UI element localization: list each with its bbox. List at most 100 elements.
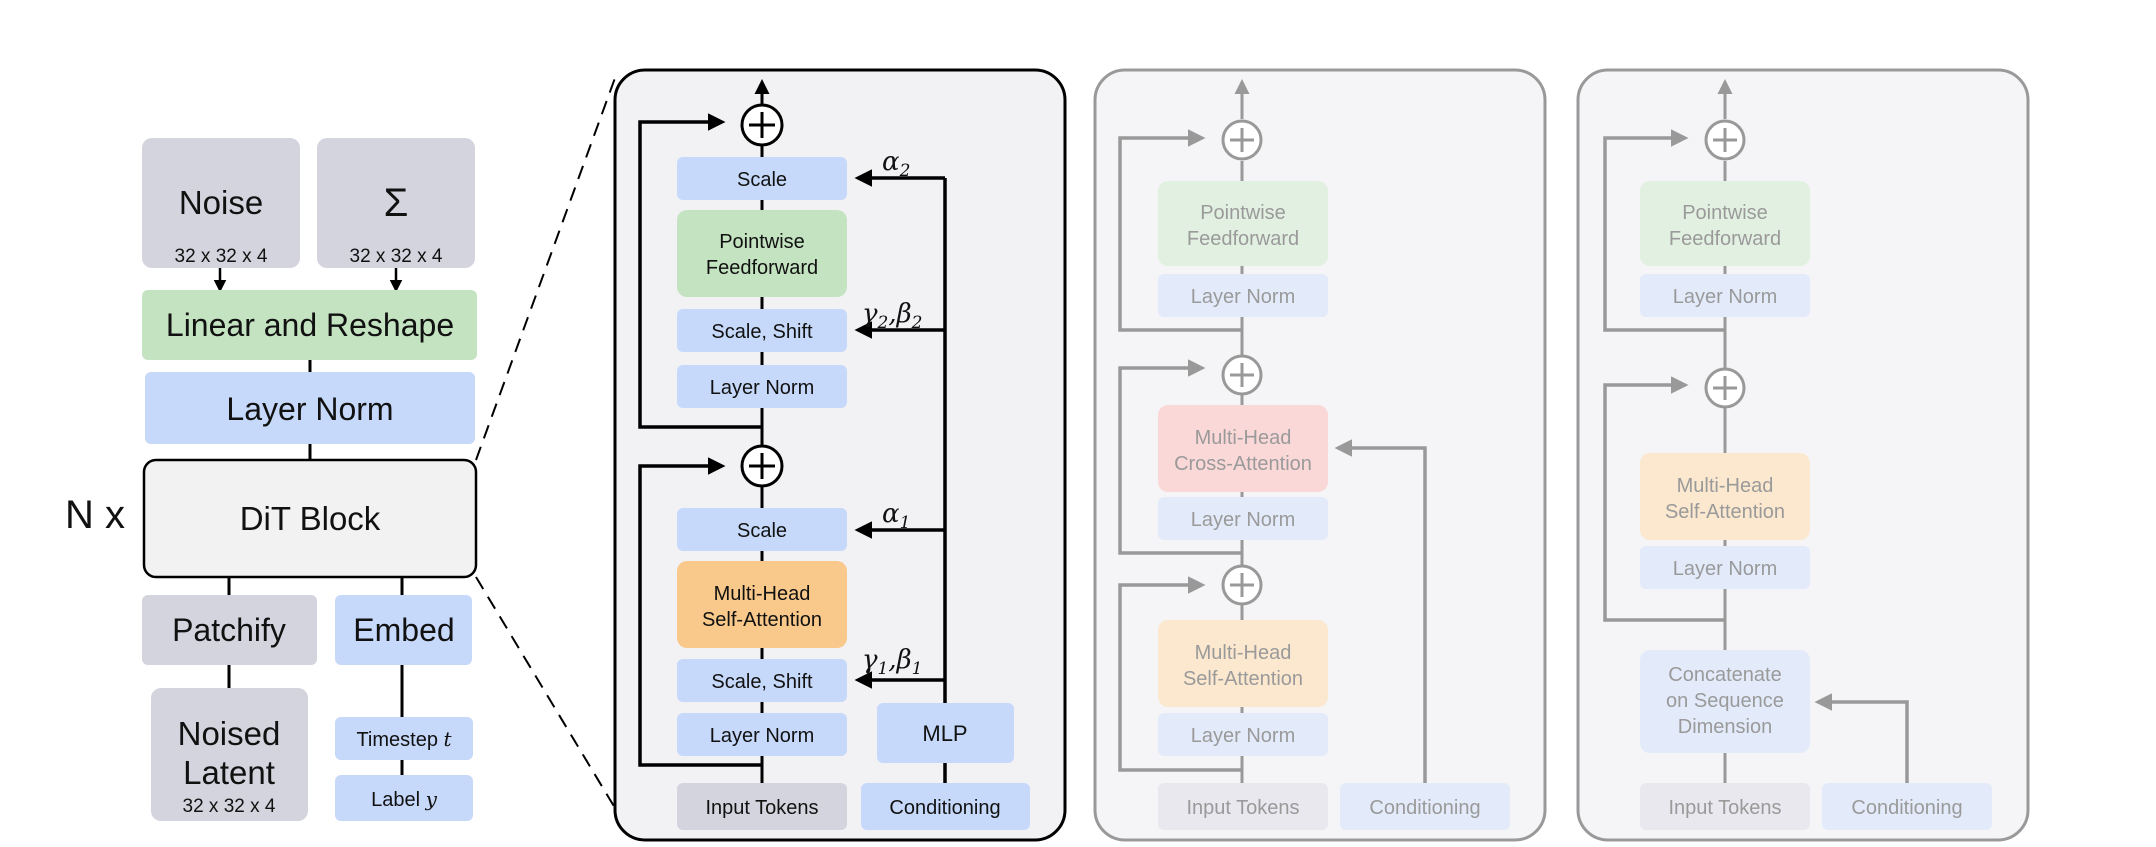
residual-arrow-2 [638, 113, 762, 429]
cross-conditioning-label: Conditioning [1369, 797, 1480, 819]
cross-conditioning-box [1340, 783, 1510, 830]
scale-shift-box-top [677, 309, 847, 352]
scale-label: Scale [737, 520, 787, 542]
cross-self-line2: Self-Attention [1183, 668, 1303, 690]
pointwise-ff-box [677, 210, 847, 297]
noised-latent-dims: 32 x 32 x 4 [183, 796, 276, 817]
concat-line2: on Sequence [1666, 690, 1784, 712]
noise-box [142, 138, 300, 268]
input-tokens-box [677, 783, 847, 830]
mlp-box [877, 703, 1014, 763]
dit-block-label: DiT Block [240, 500, 381, 537]
cross-input-tokens-box [1158, 783, 1328, 830]
noise-dims: 32 x 32 x 4 [175, 246, 268, 267]
incontext-self-line2: Self-Attention [1665, 501, 1785, 523]
sigma-dims: 32 x 32 x 4 [350, 246, 443, 267]
incontext-input-tokens-label: Input Tokens [1668, 797, 1781, 819]
cross-attention-box [1158, 405, 1328, 492]
plus-icon [1230, 363, 1254, 387]
linear-reshape-box [142, 290, 477, 360]
incontext-input-tokens-box [1640, 783, 1810, 830]
conditioning-label: Conditioning [889, 797, 1000, 819]
cross-residual-1 [1118, 576, 1242, 772]
cross-residual-3 [1118, 129, 1242, 332]
cross-self-line1: Multi-Head [1195, 642, 1292, 664]
mlp-label: MLP [922, 721, 967, 746]
sigma-box [317, 138, 475, 268]
incontext-conditioning-box [1822, 783, 1992, 830]
zoom-line-bottom [475, 576, 616, 809]
linear-reshape-label: Linear and Reshape [166, 307, 454, 343]
class-label-box [335, 775, 473, 821]
layer-norm-box-top [677, 365, 847, 408]
ff-label-line2: Feedforward [706, 257, 818, 279]
attn-label-line2: Self-Attention [702, 609, 822, 631]
gamma2-beta2-label: γ2,β2 [862, 299, 923, 333]
cross-layer-norm-label: Layer Norm [1191, 509, 1295, 531]
incontext-ff-line1: Pointwise [1682, 202, 1768, 224]
self-attention-box [677, 561, 847, 648]
scale-box-top [677, 157, 847, 200]
scale-shift-box-bottom [677, 659, 847, 702]
cross-residual-2 [1118, 359, 1242, 555]
input-tokens-label: Input Tokens [705, 797, 818, 819]
cross-attention-panel: Pointwise Feedforward Layer Norm Multi-H… [1093, 68, 1547, 842]
zoom-line-top [475, 77, 616, 461]
cross-layer-norm-1 [1158, 274, 1328, 317]
incontext-layer-norm-2 [1640, 546, 1810, 589]
noise-label: Noise [179, 184, 263, 221]
scale-label: Scale [737, 169, 787, 191]
incontext-layer-norm-label: Layer Norm [1673, 286, 1777, 308]
incontext-layer-norm-label: Layer Norm [1673, 558, 1777, 580]
alpha1-label: α1 [882, 499, 910, 533]
concat-line1: Concatenate [1668, 664, 1781, 686]
adaln-block-panel: Scale Pointwise Feedforward Scale, Shift… [613, 68, 1067, 842]
timestep-box [335, 717, 473, 760]
cross-attn-line2: Cross-Attention [1174, 453, 1312, 475]
embed-box [335, 595, 472, 665]
patchify-box [142, 595, 317, 665]
cross-layer-norm-2 [1158, 497, 1328, 540]
cross-input-tokens-label: Input Tokens [1186, 797, 1299, 819]
embed-label: Embed [353, 612, 454, 648]
cross-self-attention-box [1158, 620, 1328, 707]
cross-layer-norm-label: Layer Norm [1191, 286, 1295, 308]
scale-box-bottom [677, 508, 847, 551]
cross-layer-norm-label: Layer Norm [1191, 725, 1295, 747]
plus-icon [1713, 128, 1737, 152]
cross-ff-box [1158, 181, 1328, 266]
residual-arrow-1 [638, 457, 762, 767]
cross-attn-line1: Multi-Head [1195, 427, 1292, 449]
incontext-self-attention-box [1640, 453, 1810, 540]
attn-label-line1: Multi-Head [714, 583, 811, 605]
incontext-self-line1: Multi-Head [1677, 475, 1774, 497]
n-times-label: N x [65, 493, 125, 537]
conditioning-box [861, 783, 1030, 830]
dit-block-box [142, 458, 478, 579]
layer-norm-label: Layer Norm [710, 377, 814, 399]
dit-overview: Noise 32 x 32 x 4 Σ 32 x 32 x 4 Linear a… [65, 77, 616, 821]
noised-latent-box [151, 688, 308, 821]
incontext-layer-norm-1 [1640, 274, 1810, 317]
sigma-label: Σ [384, 181, 409, 225]
patchify-label: Patchify [172, 612, 286, 648]
class-label-label: Label y [371, 787, 438, 811]
incontext-residual-1 [1603, 376, 1725, 622]
incontext-ff-line2: Feedforward [1669, 228, 1781, 250]
scale-shift-label: Scale, Shift [711, 671, 813, 693]
incontext-conditioning-arrow [1814, 693, 1909, 785]
plus-icon [749, 453, 775, 479]
incontext-conditioning-label: Conditioning [1851, 797, 1962, 819]
incontext-ff-box [1640, 181, 1810, 266]
ff-label-line1: Pointwise [719, 231, 805, 253]
layer-norm-label: Layer Norm [710, 725, 814, 747]
layer-norm-box-bottom [677, 713, 847, 756]
in-context-panel: Pointwise Feedforward Layer Norm Multi-H… [1576, 68, 2030, 842]
cross-ff-line2: Feedforward [1187, 228, 1299, 250]
concat-line3: Dimension [1678, 716, 1772, 738]
final-layer-norm-box [145, 372, 475, 444]
noised-latent-line2: Latent [183, 754, 275, 791]
cross-layer-norm-3 [1158, 713, 1328, 756]
incontext-residual-2 [1603, 129, 1725, 332]
